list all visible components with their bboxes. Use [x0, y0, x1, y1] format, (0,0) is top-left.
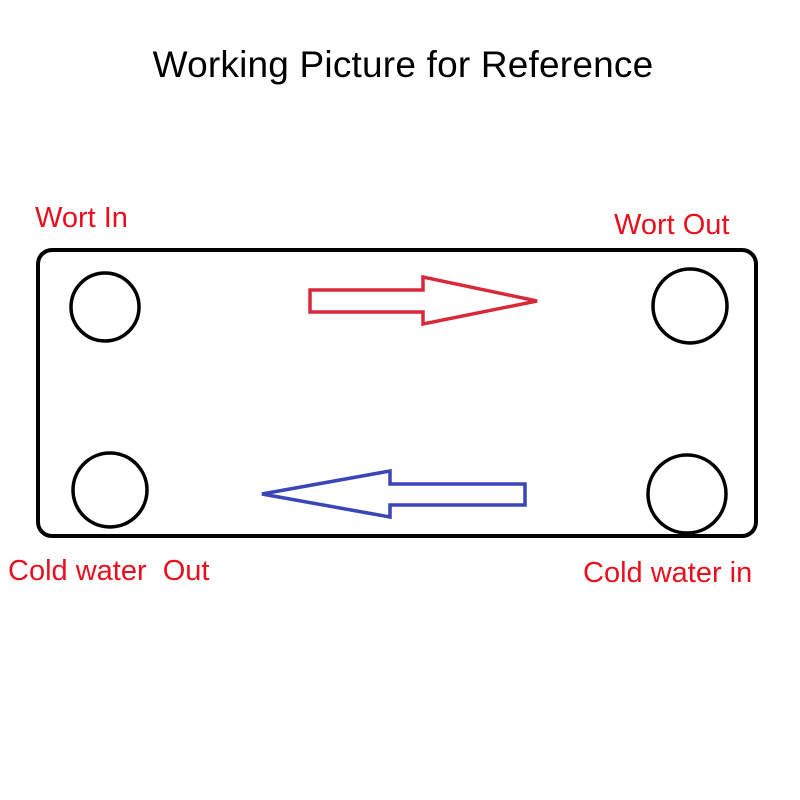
exchanger-plate — [36, 248, 758, 538]
port-wort-in — [69, 271, 141, 343]
port-cold-water-in — [646, 453, 728, 535]
label-cold-water-in: Cold water in — [583, 557, 753, 589]
label-cold-water-out: Cold water Out — [8, 555, 210, 587]
arrow-right-icon — [308, 274, 538, 327]
port-cold-water-out — [71, 451, 149, 529]
label-wort-out: Wort Out — [614, 209, 730, 241]
diagram-title: Working Picture for Reference — [152, 44, 654, 85]
port-wort-out — [651, 267, 729, 345]
label-wort-in: Wort In — [35, 202, 128, 234]
arrow-left-icon — [261, 468, 527, 520]
